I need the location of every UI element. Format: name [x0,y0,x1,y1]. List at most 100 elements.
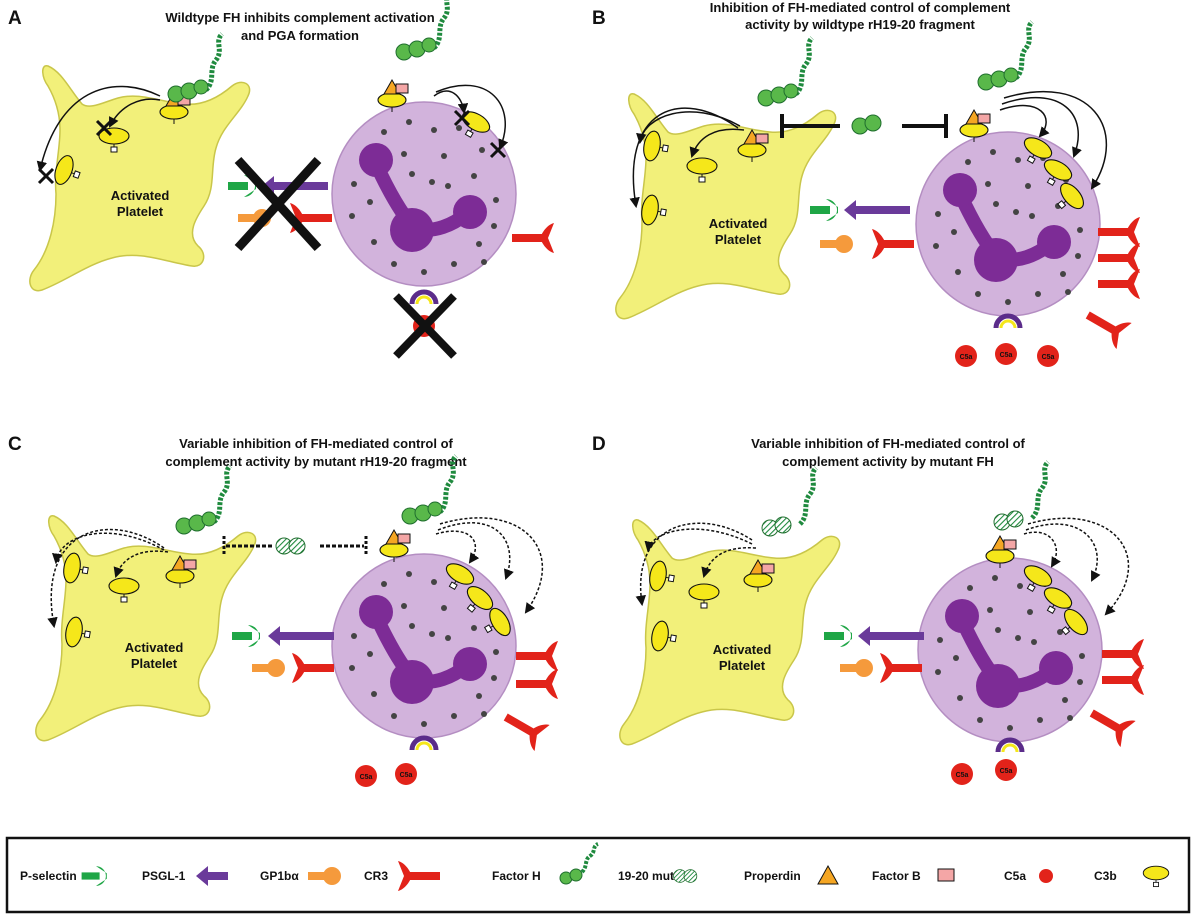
cr3-icon [1098,269,1140,299]
variable-activation-arrow [47,528,165,629]
activation-arrow [1001,96,1082,158]
platelet-label-line-2: Platelet [719,658,766,673]
cr3-icon [516,641,558,671]
variable-activation-arrow [1025,523,1101,582]
svg-text:C5a: C5a [1000,352,1013,359]
variable-activation-arrow [113,550,169,578]
panel-label: D [592,434,606,455]
variable-activation-arrow [437,522,514,580]
p-selectin-icon [810,199,838,221]
platelet-label-line-1: Activated [125,640,184,655]
svg-text:C5a: C5a [1000,768,1013,775]
activation-arrow [999,104,1050,138]
psgl1-arrowhead [858,626,870,646]
activation-arrow [435,84,509,150]
platelet-label-line-1: Activated [111,188,170,203]
panel-title-line-2: complement activity by mutant FH [782,454,994,469]
cr3-icon [872,229,914,259]
cr3-icon [880,653,922,683]
properdin-horseshoe-icon [412,738,436,750]
factor-h-icon [758,38,812,106]
wildtype-rh19-20-fragment-icon [851,114,882,135]
leukocyte [918,558,1102,742]
c5a-dot-icon: C5a [955,345,977,367]
legend-label-psgl1: PSGL-1 [142,869,186,883]
panel-c: C Variable inhibition of FH-mediated con… [8,434,558,787]
variable-activation-arrow [1023,531,1061,568]
platelet-label-line-2: Platelet [715,232,762,247]
cr3-icon [1098,243,1140,273]
legend-label-properdin: Properdin [744,869,801,883]
legend-label-gp1ba: GP1bα [260,869,299,883]
cr3-icon [1102,665,1144,695]
blocked-x-icon [37,167,55,185]
panel-label: C [8,434,22,455]
factor-h-icon [396,0,450,60]
legend-label-19-20-mut: 19-20 mut [618,869,674,883]
mutant-rh19-20-fragment-icon [275,537,306,555]
panel-title-line-2: and PGA formation [241,28,359,43]
c5a-dot-icon: C5a [1037,345,1059,367]
psgl1-arrow-icon [196,866,228,886]
cr3-icon [1102,639,1144,669]
cr3-icon [516,669,558,699]
properdin-horseshoe-icon [412,292,436,304]
legend-label-factor-h: Factor H [492,869,541,883]
variable-activation-arrow [635,522,753,607]
cr3-icon [1080,302,1132,349]
legend-label-cr3: CR3 [364,869,388,883]
mutant-factor-h-icon [762,468,816,536]
activation-arrow [636,111,741,145]
leukocyte [916,132,1100,316]
panel-b: B Inhibition of FH-mediated control of c… [592,0,1140,367]
cr3-icon [1084,700,1136,747]
panel-label: B [592,8,606,29]
properdin-triangle-icon [817,864,839,885]
p-selectin-icon [824,625,852,647]
panel-title-line-1: Variable inhibition of FH-mediated contr… [179,436,453,451]
c5a-dot-icon [1039,869,1053,883]
platelet-label-line-1: Activated [713,642,772,657]
leukocyte [332,554,516,738]
activation-arrow [1003,90,1108,190]
psgl1-arrowhead [268,626,280,646]
c5a-blocked-x [393,293,457,359]
activation-arrow [433,90,469,115]
platelet-label-line-1: Activated [709,216,768,231]
svg-text:C5a: C5a [400,772,413,779]
platelet-label-line-2: Platelet [131,656,178,671]
variable-activation-arrow [701,547,757,579]
panel-title-line-1: Inhibition of FH-mediated control of com… [710,0,1011,15]
svg-text:C5a: C5a [360,774,373,781]
activation-arrow [36,85,161,173]
factor-h-icon [978,22,1032,90]
panel-title-line-1: Wildtype FH inhibits complement activati… [165,10,434,25]
properdin-horseshoe-icon [996,316,1020,328]
variable-activation-arrow [435,530,480,564]
c5a-dot-icon: C5a [951,763,973,785]
cr3-icon [498,704,550,751]
c5a-dot-icon: C5a [995,759,1017,781]
variable-activation-arrow [1027,517,1130,616]
legend-label-p-selectin: P-selectin [20,869,77,883]
c5a-dot-icon: C5a [995,343,1017,365]
cr3-icon [1098,217,1140,247]
variable-activation-arrow [644,528,753,553]
factor-h-icon [168,34,222,102]
factor-h-icon [559,842,599,885]
panel-title-line-1: Variable inhibition of FH-mediated contr… [751,436,1025,451]
gp1ba-icon [840,659,873,677]
cr3-icon [292,653,334,683]
variable-activation-arrow [52,532,165,565]
svg-text:C5a: C5a [960,354,973,361]
legend: P-selectin PSGL-1 GP1bα CR3 Factor H 19-… [5,836,1191,914]
mutant-factor-h-icon [994,462,1048,530]
c5a-dot-icon: C5a [395,763,417,785]
variable-activation-arrow [439,517,544,614]
legend-label-c3b: C3b [1094,869,1117,883]
cr3-icon [512,223,554,253]
panel-title-line-2: activity by wildtype rH19-20 fragment [745,17,975,32]
interaction-blocked-x [234,156,322,252]
svg-text:C5a: C5a [1042,354,1055,361]
